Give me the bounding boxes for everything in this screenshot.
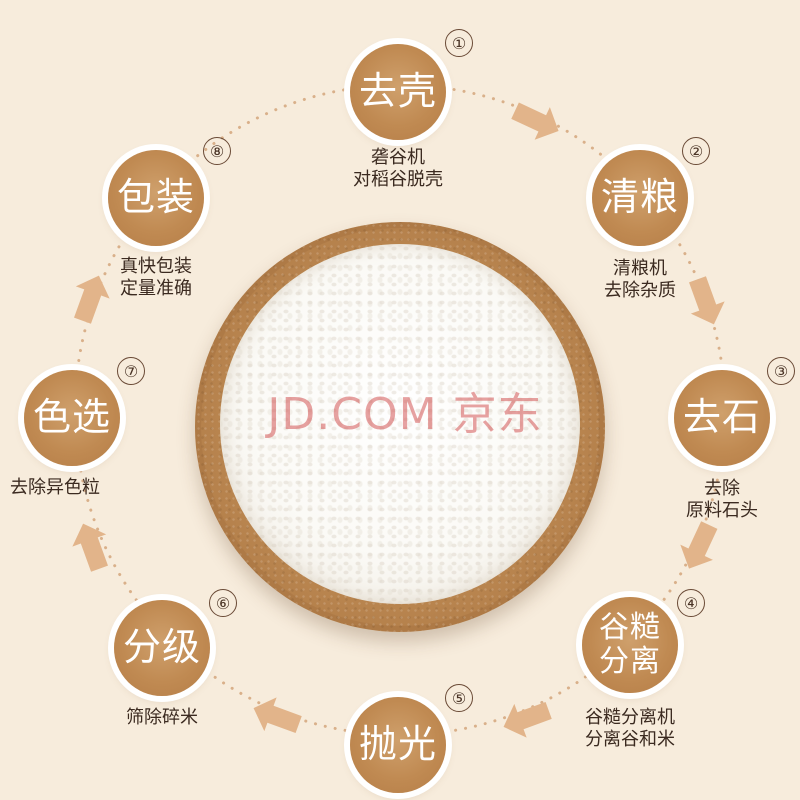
arrow-5-6 bbox=[253, 697, 302, 733]
chevron-arrow-icon bbox=[74, 275, 110, 324]
step-3-number: ③ bbox=[767, 357, 795, 385]
arrow-6-7 bbox=[72, 523, 108, 572]
step-1-number: ① bbox=[445, 29, 473, 57]
step-7-description: 去除异色粒 bbox=[10, 477, 100, 498]
step-6-number: ⑥ bbox=[209, 589, 237, 617]
step-3-circle: 去石 bbox=[674, 370, 770, 466]
step-4-number: ④ bbox=[677, 589, 705, 617]
step-5-title: 抛光 bbox=[358, 722, 437, 767]
step-4-title: 谷糙 分离 bbox=[599, 610, 661, 679]
step-6-title: 分级 bbox=[122, 625, 201, 670]
arrow-1-2 bbox=[511, 102, 559, 140]
step-3-description: 去除 原料石头 bbox=[686, 478, 758, 521]
step-6-circle: 分级 bbox=[114, 600, 210, 696]
step-4-circle: 谷糙 分离 bbox=[582, 597, 678, 693]
step-2-number: ② bbox=[682, 137, 710, 165]
step-7-circle: 色选 bbox=[24, 370, 120, 466]
step-4-description: 谷糙分离机 分离谷和米 bbox=[585, 707, 675, 750]
step-7-number: ⑦ bbox=[117, 357, 145, 385]
arrow-4-5 bbox=[503, 702, 552, 738]
chevron-arrow-icon bbox=[253, 697, 302, 733]
step-2-title: 清粮 bbox=[600, 175, 679, 220]
step-2-description: 清粮机 去除杂质 bbox=[604, 258, 676, 301]
step-5-circle: 抛光 bbox=[350, 697, 446, 793]
step-1-description: 砻谷机 对稻谷脱壳 bbox=[353, 147, 443, 190]
chevron-arrow-icon bbox=[689, 276, 725, 325]
arrow-2-3 bbox=[689, 276, 725, 325]
step-8-description: 真快包装 定量准确 bbox=[120, 256, 192, 299]
watermark: JD.COM 京东 bbox=[267, 389, 543, 440]
step-1-circle: 去壳 bbox=[350, 44, 446, 140]
step-1-title: 去壳 bbox=[358, 69, 437, 114]
chevron-arrow-icon bbox=[503, 702, 552, 738]
arrow-3-4 bbox=[680, 521, 718, 569]
chevron-arrow-icon bbox=[72, 523, 108, 572]
step-6-description: 筛除碎米 bbox=[126, 707, 198, 728]
step-8-title: 包装 bbox=[116, 175, 195, 220]
step-2-circle: 清粮 bbox=[592, 150, 688, 246]
rice-in-bowl bbox=[220, 244, 580, 604]
chevron-arrow-icon bbox=[680, 521, 718, 569]
chevron-arrow-icon bbox=[511, 102, 559, 140]
step-3-title: 去石 bbox=[682, 395, 761, 440]
step-5-number: ⑤ bbox=[445, 684, 473, 712]
step-8-circle: 包装 bbox=[108, 150, 204, 246]
step-8-number: ⑧ bbox=[203, 137, 231, 165]
arrow-7-8 bbox=[74, 275, 110, 324]
step-7-title: 色选 bbox=[32, 395, 111, 440]
